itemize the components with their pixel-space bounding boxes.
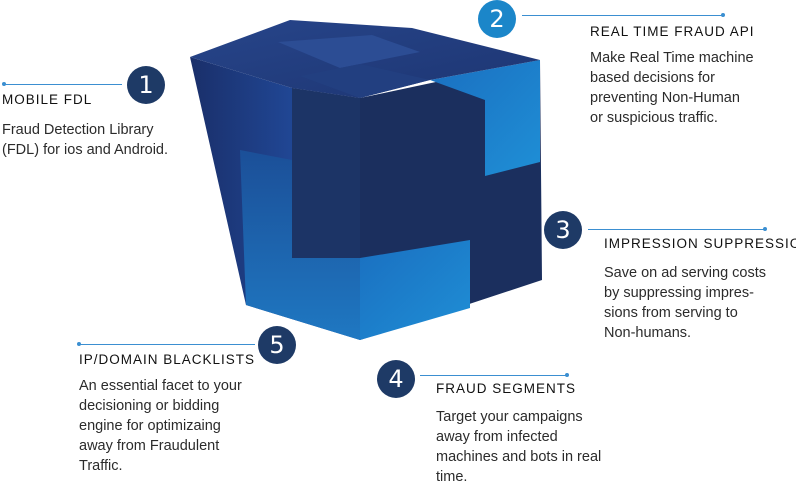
step-4-badge: 4 (377, 360, 415, 398)
step-2-badge: 2 (478, 0, 516, 38)
step-3-title: IMPRESSION SUPPRESSION (604, 236, 796, 251)
step-4-desc-line: machines and bots in real (436, 449, 602, 465)
step-5-desc-line: Traffic. (79, 458, 123, 474)
step-4-desc-line: time. (436, 469, 468, 485)
step-2-description: Make Real Time machine based decisions f… (590, 48, 790, 128)
step-5-badge: 5 (258, 326, 296, 364)
cube-right-bright-block (430, 60, 540, 176)
step-1-badge: 1 (127, 66, 165, 104)
step-5-desc-line: An essential facet to your (79, 378, 242, 394)
step-3-leader-dot (763, 227, 767, 231)
step-5-desc-line: away from Fraudulent (79, 438, 220, 454)
step-5-leader-line (79, 344, 255, 345)
step-1-desc-line: Fraud Detection Library (2, 122, 154, 138)
cube-top-piece-2 (300, 64, 430, 98)
step-4-title: FRAUD SEGMENTS (436, 381, 577, 396)
step-2-desc-line: preventing Non-Human (590, 90, 740, 106)
cube-bottom-bright-block (360, 240, 470, 340)
step-1-desc-line: (FDL) for ios and Android. (2, 142, 169, 158)
cube-top-piece (278, 35, 420, 68)
step-5-desc-line: engine for optimizaing (79, 418, 221, 434)
step-3-leader-line (588, 229, 764, 230)
step-2-title: REAL TIME FRAUD API (590, 24, 755, 39)
step-3-description: Save on ad serving costs by suppressing … (604, 263, 794, 343)
step-2-desc-line: Make Real Time machine (590, 50, 754, 66)
step-5-description: An essential facet to your decisioning o… (79, 376, 279, 476)
step-4-leader-dot (565, 373, 569, 377)
step-2-desc-line: based decisions for (590, 70, 715, 86)
step-3-badge: 3 (544, 211, 582, 249)
step-3-desc-line: Save on ad serving costs (604, 265, 767, 281)
step-2-desc-line: or suspicious traffic. (590, 110, 718, 126)
step-4-desc-line: Target your campaigns (436, 409, 583, 425)
step-1-leader-line (4, 84, 122, 85)
step-5-desc-line: decisioning or bidding (79, 398, 220, 414)
step-4-description: Target your campaigns away from infected… (436, 407, 636, 487)
step-3-desc-line: by suppressing impres- (604, 285, 754, 301)
step-1-title: MOBILE FDL (2, 92, 93, 107)
step-2-leader-dot (721, 13, 725, 17)
step-2-leader-line (522, 15, 722, 16)
cube-left-lower-piece (240, 150, 360, 340)
cube-inner-piece (292, 88, 360, 258)
step-5-title: IP/DOMAIN BLACKLISTS (79, 352, 256, 367)
step-3-desc-line: sions from serving to (604, 305, 738, 321)
step-1-description: Fraud Detection Library (FDL) for ios an… (2, 120, 222, 160)
step-3-desc-line: Non-humans. (604, 325, 692, 341)
step-4-desc-line: away from infected (436, 429, 558, 445)
step-4-leader-line (420, 375, 566, 376)
